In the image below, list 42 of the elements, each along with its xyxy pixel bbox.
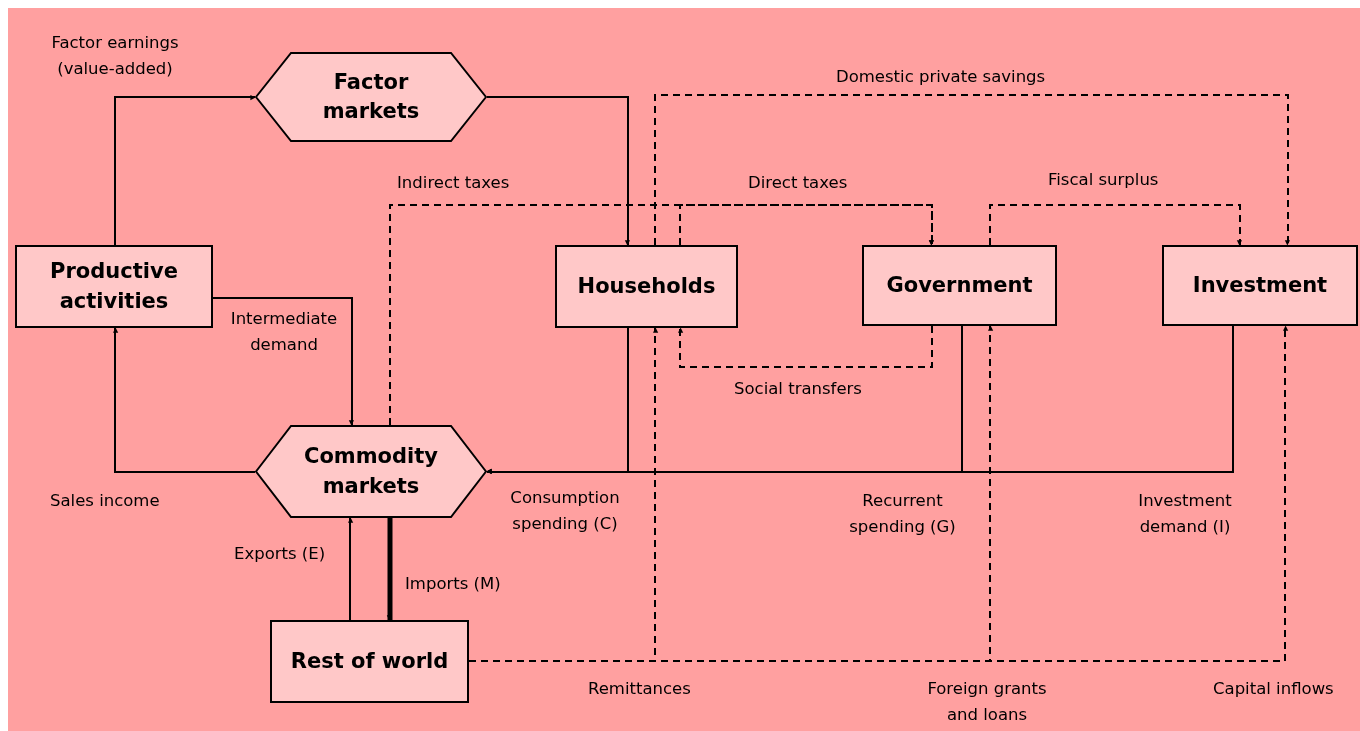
sector-box [555, 245, 738, 328]
flow-arrow [386, 518, 393, 621]
flow-arrow [678, 325, 933, 368]
flow-arrow [212, 297, 354, 426]
flow-arrow [654, 94, 1290, 246]
flow-arrow [389, 204, 934, 426]
edge-label: Capital inflows [1213, 678, 1335, 700]
edge-label: Indirect taxes [397, 172, 511, 194]
flow-arrow [486, 96, 630, 246]
flow-arrow [486, 325, 1234, 474]
sector-box [1162, 245, 1358, 326]
node-label: Households [577, 272, 716, 300]
flow-arrow [679, 204, 934, 246]
node-label: Investment [1192, 271, 1328, 299]
edge-label: Imports (M) [405, 573, 502, 595]
edge-label: Domestic private savings [836, 66, 1047, 88]
edge-label: Consumption spending (C) [509, 487, 621, 536]
flow-arrow [114, 95, 256, 246]
edge-label: Foreign grants and loans [926, 678, 1048, 727]
sector-box [270, 620, 469, 703]
edge-label: Intermediate demand [229, 308, 339, 357]
flow-arrow [989, 204, 1242, 246]
market-hexagon [255, 425, 487, 518]
node-label: Factor markets [321, 68, 421, 125]
edge-label: Exports (E) [234, 543, 327, 565]
node-label: Productive activities [49, 258, 179, 315]
market-hexagon [255, 52, 487, 142]
sector-box [862, 245, 1057, 326]
flow-arrow [348, 517, 354, 621]
node-label: Commodity markets [303, 443, 439, 500]
edge-label: Remittances [588, 678, 692, 700]
flow-arrow [113, 327, 256, 473]
node-label: Rest of world [290, 647, 449, 675]
edge-label: Recurrent spending (G) [848, 490, 957, 539]
edge-label: Sales income [50, 490, 161, 512]
edge-label: Social transfers [734, 378, 863, 400]
node-label: Government [886, 271, 1033, 299]
edge-label: Fiscal surplus [1048, 169, 1160, 191]
sector-box [15, 245, 213, 328]
edge-label: Investment demand (I) [1137, 490, 1233, 539]
edge-label: Factor earnings (value-added) [50, 32, 180, 81]
edge-label: Direct taxes [748, 172, 849, 194]
